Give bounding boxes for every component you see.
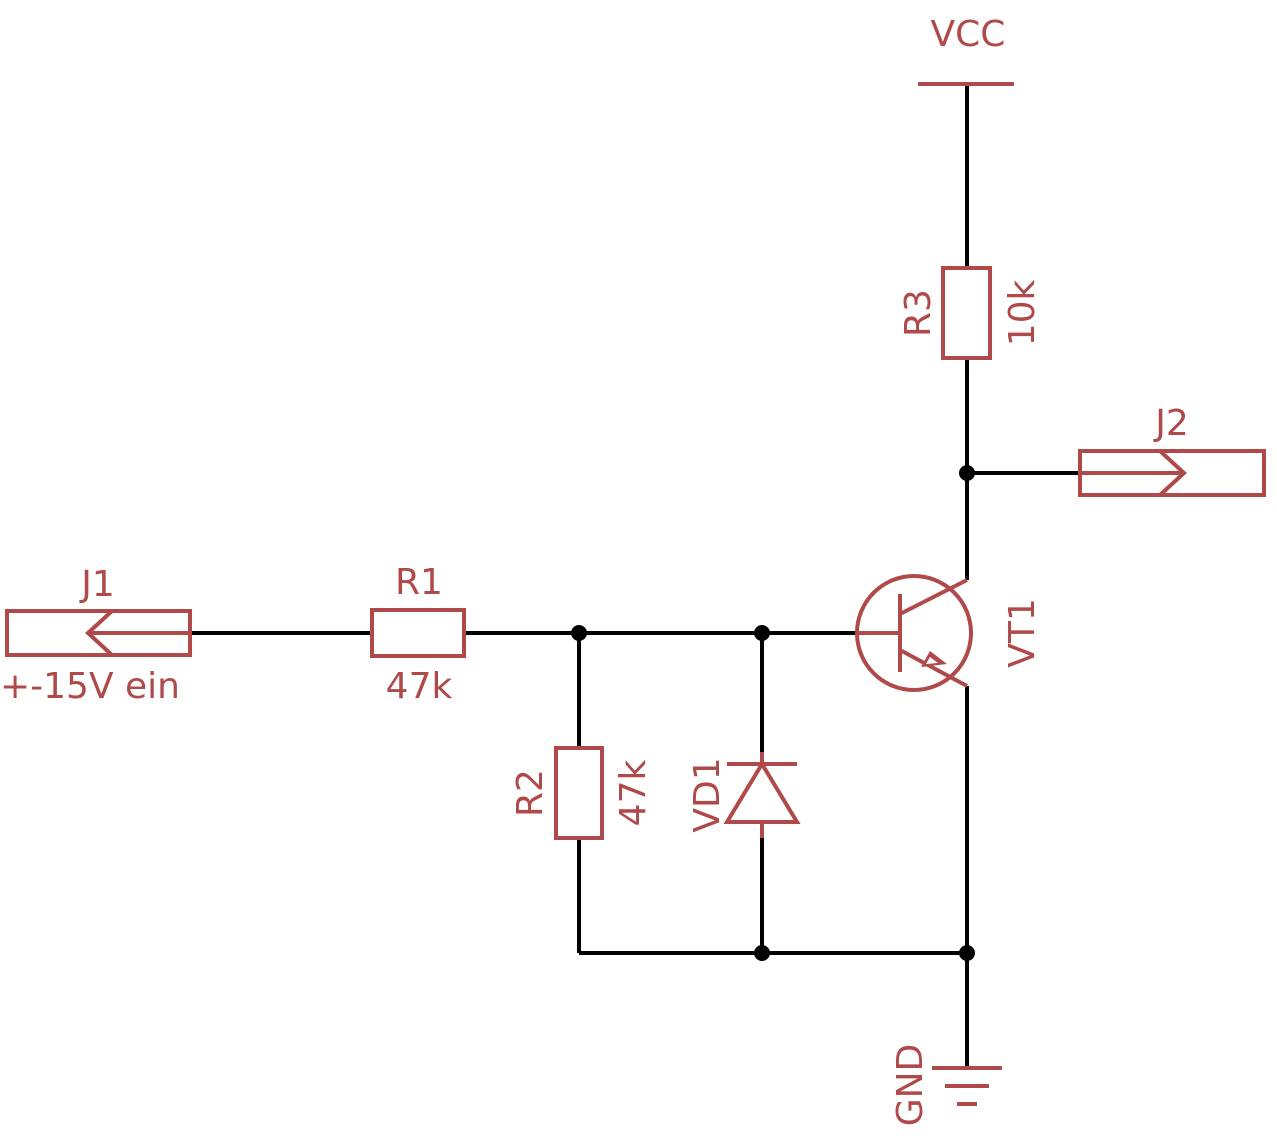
gnd-symbol: GND <box>890 1044 1002 1127</box>
vcc-label: VCC <box>931 14 1006 55</box>
vt1-emitter-arrow-inner <box>926 657 938 664</box>
resistor-r2: R2 47k <box>510 746 654 840</box>
r1-name: R1 <box>395 562 443 603</box>
vt1-collector-lead <box>899 578 968 616</box>
vcc-supply: VCC <box>918 14 1014 86</box>
r3-name: R3 <box>898 289 939 337</box>
vt1-name: VT1 <box>1002 598 1043 668</box>
vt1-envelope <box>855 574 973 692</box>
junction-dot <box>571 625 587 641</box>
vd1-name: VD1 <box>687 757 728 832</box>
j1-signal-label: +-15V ein <box>0 666 180 707</box>
r3-value: 10k <box>1002 280 1043 347</box>
r2-value: 47k <box>613 760 654 827</box>
resistor-r3: R3 10k <box>898 266 1043 360</box>
j1-name: J1 <box>79 564 115 605</box>
junction-dot <box>754 625 770 641</box>
r2-body <box>554 746 604 840</box>
connector-j2: J2 <box>1078 403 1266 497</box>
connector-j1: J1 +-15V ein <box>0 564 192 707</box>
vt1-emitter-arrow-icon <box>921 651 947 667</box>
wires <box>190 84 1080 1066</box>
transistor-vt1: VT1 <box>855 574 1043 692</box>
vt1-emitter-lead <box>899 648 968 688</box>
junction-dot <box>754 945 770 961</box>
r2-name: R2 <box>510 769 551 817</box>
junction-dot <box>959 465 975 481</box>
r3-body <box>941 266 992 360</box>
gnd-label: GND <box>890 1044 931 1127</box>
resistor-r1: R1 47k <box>370 562 466 707</box>
r1-body <box>370 608 466 658</box>
junctions <box>571 465 975 961</box>
diode-vd1: VD1 <box>687 752 801 838</box>
r1-value: 47k <box>386 666 453 707</box>
vd1-triangle-icon <box>723 760 801 824</box>
junction-dot <box>959 945 975 961</box>
j2-name: J2 <box>1153 403 1189 444</box>
